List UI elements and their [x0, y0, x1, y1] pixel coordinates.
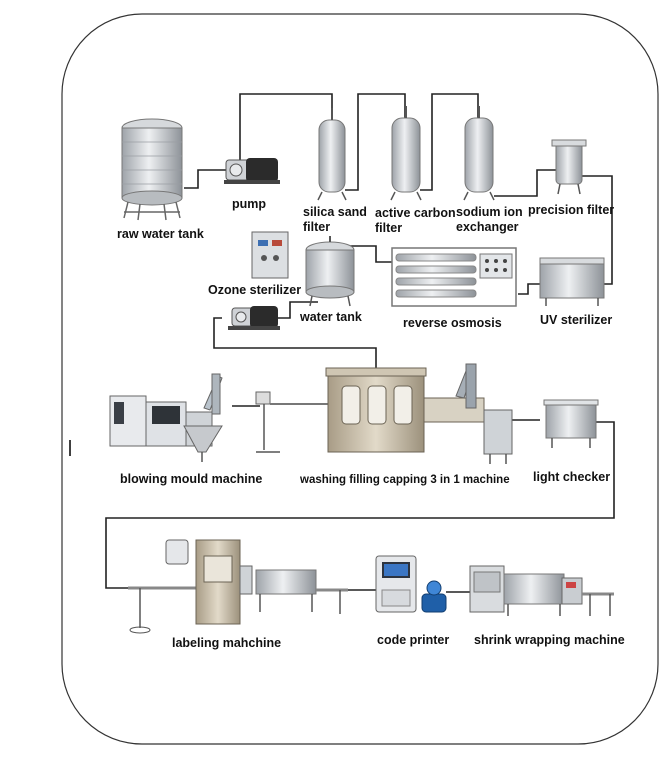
label-silica-sand-filter-line2: filter: [303, 220, 330, 234]
label-active-carbon-filter-line1: active carbon: [375, 206, 456, 220]
diagram-frame: [61, 13, 659, 745]
sodium-ion-exchanger-image: [463, 106, 495, 201]
blowing-mould-machine-image: [109, 373, 223, 462]
label-ozone-sterilizer: Ozone sterilizer: [208, 283, 301, 297]
label-shrink-wrapping-machine: shrink wrapping machine: [474, 633, 625, 647]
active-carbon-filter-image: [390, 106, 422, 201]
washing-filling-capping-machine-image: [325, 363, 513, 464]
pump-2-image: [228, 306, 280, 330]
precision-filter-image: [551, 139, 587, 195]
label-labeling-machine: labeling mahchine: [172, 636, 281, 650]
label-uv-sterilizer: UV sterilizer: [540, 313, 612, 327]
uv-sterilizer-image: [539, 257, 605, 306]
shrink-wrapping-machine-image: [469, 565, 614, 616]
silica-sand-filter-image: [317, 108, 347, 201]
label-light-checker: light checker: [533, 470, 610, 484]
label-blowing-mould-machine: blowing mould machine: [120, 472, 262, 486]
raw-water-tank-image: [121, 118, 183, 221]
label-reverse-osmosis: reverse osmosis: [403, 316, 502, 330]
air-conveyor-image: [255, 391, 328, 453]
pump-image: [224, 158, 280, 184]
label-raw-water-tank: raw water tank: [117, 227, 204, 241]
water-tank-image: [305, 236, 355, 307]
label-sodium-ion-exchanger-line1: sodium ion: [456, 205, 523, 219]
reverse-osmosis-image: [391, 247, 517, 307]
pipe-network: [105, 93, 615, 593]
label-silica-sand-filter-line1: silica sand: [303, 205, 367, 219]
label-washing-filling-capping: washing filling capping 3 in 1 machine: [299, 474, 510, 486]
label-active-carbon-filter-line2: filter: [375, 221, 402, 235]
label-water-tank: water tank: [299, 310, 362, 324]
label-code-printer: code printer: [377, 633, 449, 647]
label-sodium-ion-exchanger-line2: exchanger: [456, 220, 519, 234]
label-pump: pump: [232, 197, 266, 211]
label-precision-filter: precision filter: [528, 203, 614, 217]
labeling-machine-image: [128, 539, 348, 634]
ozone-sterilizer-image: [251, 231, 289, 279]
light-checker-image: [543, 399, 599, 448]
code-printer-image: [375, 555, 447, 613]
